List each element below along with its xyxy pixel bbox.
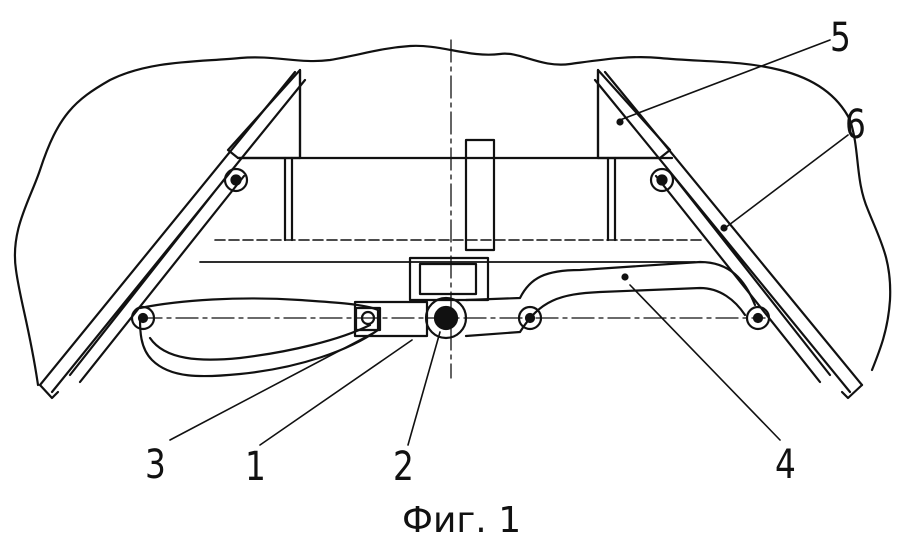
left-small-pivot-box	[354, 306, 382, 332]
leader-5	[619, 39, 831, 121]
label-4: 4	[775, 442, 796, 488]
right-upper-pivot-inner	[656, 174, 668, 186]
main-shaft-outer	[424, 296, 468, 340]
left-upper-pivot	[223, 167, 249, 193]
leader-4	[629, 284, 781, 441]
leader-6-dot	[720, 224, 728, 232]
right-flap-end	[840, 383, 864, 400]
leader-5-dot	[616, 118, 624, 126]
figure-caption: Фиг. 1	[402, 500, 522, 541]
left-small-pivot	[360, 310, 376, 326]
left-upper-bracket	[226, 68, 302, 160]
leader-2	[407, 331, 441, 446]
leader-4-dot	[621, 273, 629, 281]
left-flap	[38, 70, 307, 394]
left-upper-pivot-inner	[230, 174, 242, 186]
right-lever-pivot-inner	[524, 312, 536, 324]
left-lever-inner	[148, 323, 372, 361]
label-3: 3	[145, 442, 166, 488]
label-6: 6	[845, 102, 866, 148]
right-lower-pivot	[745, 305, 771, 331]
right-lever	[464, 260, 757, 338]
bearing-block	[408, 256, 490, 302]
bearing-block-inner	[418, 262, 478, 296]
housing-contour	[13, 44, 892, 387]
leader-1	[259, 339, 413, 446]
main-shaft	[433, 305, 459, 331]
left-flap-end	[38, 383, 60, 400]
right-flap	[593, 70, 864, 394]
center-post	[464, 138, 496, 252]
leader-6	[724, 134, 849, 229]
leader-3	[169, 331, 376, 441]
right-lever-pivot	[517, 305, 543, 331]
label-1: 1	[245, 444, 266, 490]
label-5: 5	[830, 15, 851, 61]
right-lower-pivot-inner	[752, 312, 764, 324]
label-2: 2	[393, 444, 414, 490]
right-upper-pivot	[649, 167, 675, 193]
